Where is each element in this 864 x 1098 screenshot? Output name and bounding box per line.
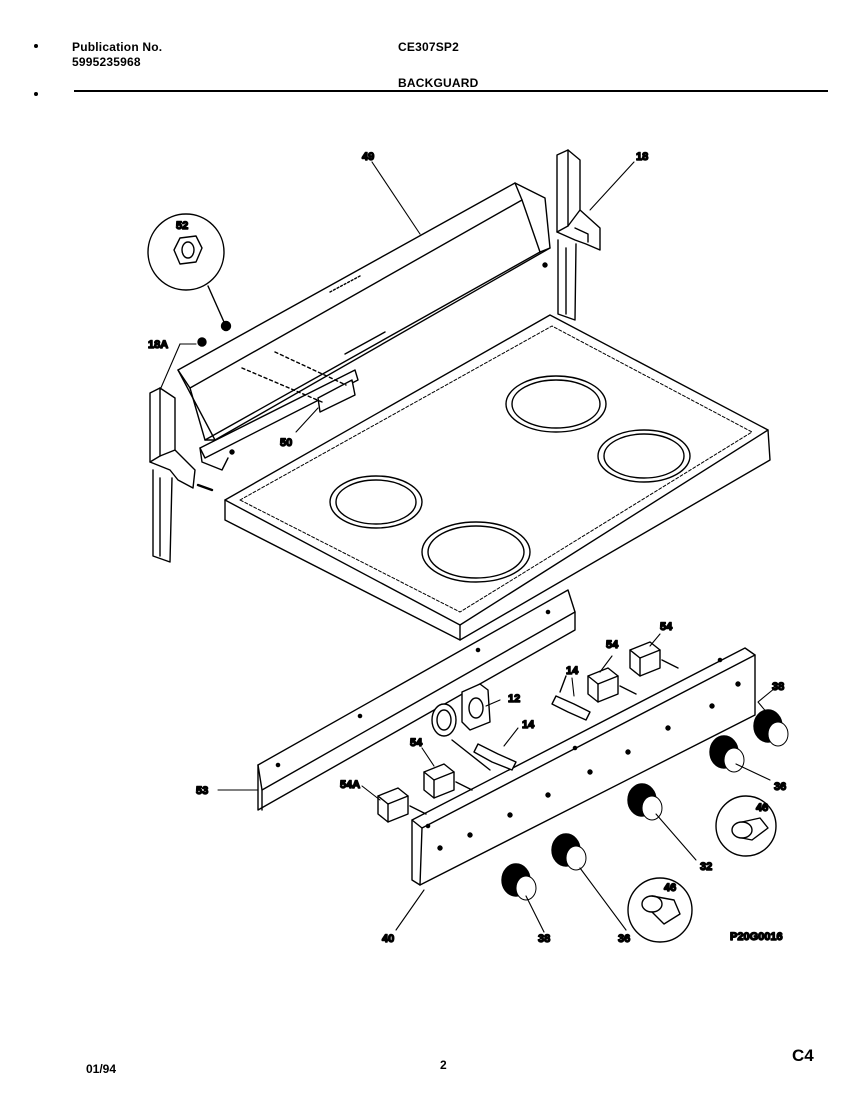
right-end-cap bbox=[556, 149, 601, 321]
burner-front-left bbox=[421, 521, 531, 583]
callout-14-top: 14 bbox=[566, 665, 579, 677]
footer-date: 01/94 bbox=[86, 1062, 117, 1076]
callout-40: 40 bbox=[382, 933, 394, 945]
lamp-socket-top bbox=[551, 675, 591, 721]
knob-low-mid bbox=[551, 833, 587, 871]
switch-54-low bbox=[423, 763, 473, 799]
callout-18: 18 bbox=[636, 151, 648, 163]
callout-32: 32 bbox=[700, 861, 712, 873]
callout-49: 49 bbox=[362, 151, 374, 163]
callout-54-low: 54 bbox=[410, 737, 423, 749]
burner-rear-right bbox=[505, 375, 607, 433]
callout-36-low: 36 bbox=[618, 933, 630, 945]
callout-46-right: 46 bbox=[756, 802, 768, 814]
knob-low-left bbox=[501, 863, 537, 901]
section-title: BACKGUARD bbox=[398, 76, 479, 90]
switch-54-mid bbox=[587, 667, 637, 703]
knob-right-mid bbox=[709, 735, 745, 773]
selector-switch-12 bbox=[431, 683, 491, 771]
callout-14-low: 14 bbox=[522, 719, 535, 731]
callout-12: 12 bbox=[508, 693, 520, 705]
leader-lines bbox=[159, 161, 776, 933]
detail-circle-nut bbox=[147, 213, 225, 323]
callout-53: 53 bbox=[196, 785, 208, 797]
callout-54-top: 54 bbox=[660, 621, 673, 633]
header-dot-bottom bbox=[34, 92, 38, 96]
callout-38-low: 38 bbox=[538, 933, 550, 945]
callout-54a: 54A bbox=[340, 779, 360, 791]
lamp-socket-low bbox=[473, 743, 517, 771]
publication-label: Publication No. bbox=[72, 40, 163, 54]
control-panel-40 bbox=[411, 647, 756, 886]
callout-50: 50 bbox=[280, 437, 292, 449]
left-end-cap bbox=[149, 387, 214, 563]
callout-36-right: 36 bbox=[774, 781, 786, 793]
figure-code: P20G0016 bbox=[730, 931, 783, 943]
callout-52: 52 bbox=[176, 220, 188, 232]
detail-circle-knob-low bbox=[627, 877, 693, 943]
callout-46-low: 46 bbox=[664, 882, 676, 894]
trim-bracket bbox=[199, 351, 359, 471]
footer-page-number: 2 bbox=[440, 1058, 447, 1072]
switch-54a bbox=[377, 787, 427, 823]
burner-front-right bbox=[597, 429, 691, 483]
nut-52-small bbox=[220, 320, 232, 332]
header-dot-top bbox=[34, 44, 38, 48]
knob-right-top bbox=[753, 709, 789, 747]
callout-54-mid: 54 bbox=[606, 639, 619, 651]
backguard-panel bbox=[177, 182, 551, 441]
publication-number: 5995235968 bbox=[72, 55, 141, 69]
callout-38-right: 38 bbox=[772, 681, 784, 693]
model-number: CE307SP2 bbox=[398, 40, 459, 54]
detail-circle-knob-right bbox=[715, 795, 777, 857]
callout-18a: 18A bbox=[148, 339, 168, 351]
knob-32 bbox=[627, 783, 663, 821]
screw-18a bbox=[197, 337, 207, 347]
footer-page-code: C4 bbox=[792, 1046, 814, 1065]
header-rule bbox=[74, 90, 828, 92]
burner-rear-left bbox=[329, 475, 423, 529]
switch-54-top bbox=[629, 641, 679, 677]
rear-channel-53 bbox=[257, 589, 576, 811]
cooktop bbox=[224, 314, 771, 641]
